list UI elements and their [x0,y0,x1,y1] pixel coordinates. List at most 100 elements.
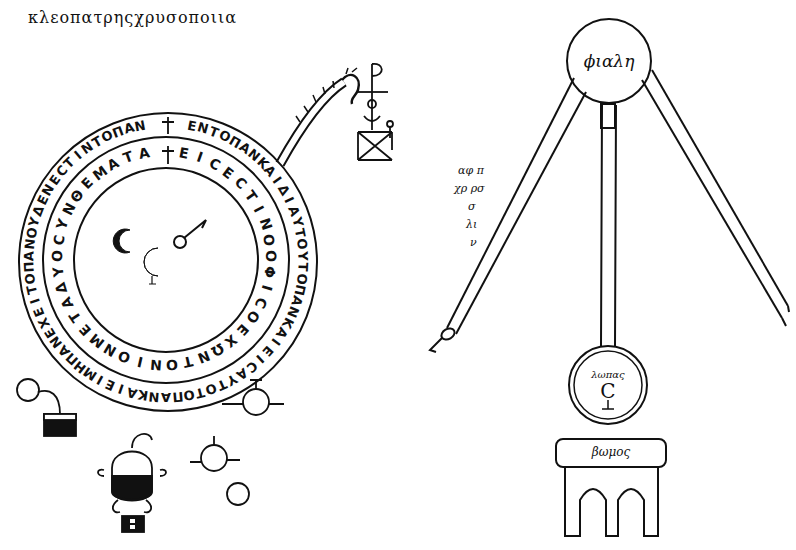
inner-cross [162,146,174,164]
ring-letter: Ι [259,284,274,293]
vessel-handles [98,470,166,476]
ring-letter: Α [161,391,171,404]
ring-letter: Τ [25,284,40,296]
ring-letter: Ν [150,357,163,372]
right-arm [642,80,782,318]
ring-letter: Π [22,262,36,274]
ring-letter: Τ [66,309,83,325]
ring-letter: Α [22,251,35,261]
ring-letter: Ε [220,164,236,181]
ring-letter: Α [125,385,138,400]
serpent [280,68,359,164]
ring-letter: Κ [137,388,149,403]
vessel-label: λωπας [591,369,624,380]
ring-letter: Ϲ [252,296,269,311]
hook [38,391,60,414]
inner-ring [574,351,642,419]
altar-legs [565,468,658,536]
ring-letter: Ι [136,355,144,370]
margin-note: αφ π [458,164,484,177]
outline-circle [43,137,289,383]
crossbar [358,91,388,93]
ring-inscription: ΕΙϹΕϹΤΙΝΟΟΦΙϹΟΕΧΩΝΤΟΝΙΟΝΜΕΤΑΔΥΟϹΥΝΘΕΜΑΤΑ [42,136,290,384]
crucible-rim [44,414,76,420]
ring-letter: Ϲ [51,234,67,246]
ring-letter: Ε [178,145,190,161]
ring-letter: Ν [23,238,37,250]
vessel-sign: C [600,380,615,402]
ring-letter: Χ [223,332,240,350]
ring-letter: Ν [148,390,160,404]
ring-letter: Ο [23,272,37,285]
serpent-head [342,75,359,104]
ring-letter: Τ [293,227,307,238]
ring-letter: Τ [296,263,309,273]
stubs [190,436,240,462]
left-arm [447,78,574,328]
ring-letter: Ι [195,150,205,165]
inner-circle [74,168,258,352]
ring-letter: Ο [182,388,195,403]
crescent-moon [144,248,158,276]
margin-note: ν [470,236,477,249]
circle-symbol [243,389,269,415]
ring-letter: Μ [90,163,110,183]
serpent-body-inner [280,82,344,164]
ring-letter: Ο [116,349,132,366]
ring-letter: Α [58,295,75,311]
ring-letter: Ο [295,238,309,250]
tube-connector [601,105,616,347]
circle-symbol [201,445,227,471]
ring-letter: Ο [264,250,278,262]
ring-letter: Ν [195,349,211,366]
ring-letter: Ν [60,201,78,218]
ring-letter: Α [137,145,150,161]
ring-letter: Υ [54,217,70,231]
outline-circle [567,19,651,103]
outer-cross [162,117,174,134]
ring-letter: Υ [50,266,65,278]
ring-letter: Ο [50,250,64,262]
ring-letter: Ν [133,118,146,133]
ring-letter: Υ [290,215,305,228]
margin-note: σ [468,200,476,213]
ring-letter: Ι [282,195,296,205]
ring-letter: Π [172,390,184,404]
outline-circle [19,113,317,411]
moon-mark [149,276,156,284]
ring-letter: Δ [30,204,46,218]
ring-letter: Τ [121,149,135,165]
vessel-circle: λωπαςC [568,345,648,425]
still-apparatus [430,70,789,536]
ring-letter: Ο [24,226,39,239]
circle-symbol [17,379,39,401]
right-arm [652,70,788,306]
ring-letter: Ο [166,357,179,372]
ring-letter: Δ [276,182,292,197]
ring-crosses [162,117,174,164]
symbols-right-of-serpent [358,64,393,160]
lower-left-symbols [17,379,284,532]
arm-bulb [439,326,456,342]
serpent-spikes [296,68,357,122]
vessel-label: βωμος [592,446,630,459]
ring-letter: Ι [252,204,267,215]
center-symbols [113,220,206,284]
arm-tip [782,306,789,326]
ring-letter: Ϲ [207,155,223,172]
altar-band: βωμος [555,438,667,468]
serpent-body [280,82,344,164]
ring-letter: Ε [260,344,276,359]
black-square [122,516,144,532]
ring-letter: Ο [262,233,278,247]
ring-letter: Δ [53,281,69,295]
crucible [44,414,76,436]
ring-letter: Ι [116,382,125,396]
vessel-fill [112,476,152,500]
ring-letter: Φ [262,265,277,279]
vessel-label: ϕιαλη [584,52,635,71]
ring-letter: Ν [257,217,274,233]
margin-note: λι [466,218,477,231]
